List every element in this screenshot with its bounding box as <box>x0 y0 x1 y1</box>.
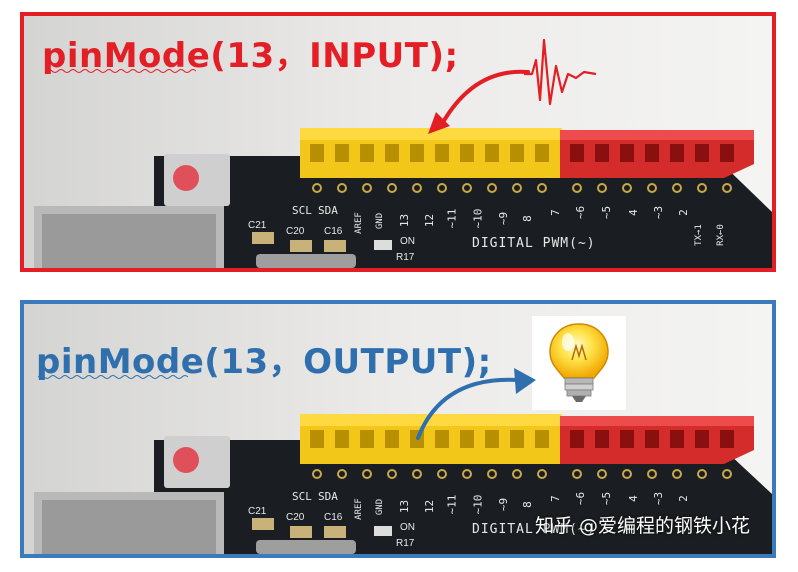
silk-rx: RX←0 <box>715 224 726 246</box>
silk-gnd: GND <box>375 498 386 516</box>
arduino-board-photo-bottom <box>24 304 772 554</box>
arrow-icon <box>416 368 536 440</box>
silk-7: 7 <box>548 495 562 502</box>
light-bulb-image <box>532 316 626 410</box>
reset-button <box>173 447 199 473</box>
spellcheck-underline <box>38 375 188 379</box>
silk-3: ~3 <box>652 491 666 506</box>
silk-13: 13 <box>398 499 412 514</box>
silk-scl: SCL <box>292 204 312 217</box>
silk-5: ~5 <box>600 205 614 220</box>
silk-10: ~10 <box>471 494 485 515</box>
arrow-icon <box>428 69 530 134</box>
silkscreen-left: SCL SDA AREF GND 13 12 ~11 ~10 ~9 8 <box>292 490 534 530</box>
silk-3: ~3 <box>652 205 666 220</box>
yellow-header <box>300 414 562 464</box>
silk-scl: SCL <box>292 490 312 503</box>
red-header <box>560 130 754 178</box>
silk-sda: SDA <box>318 490 338 503</box>
silk-11: ~11 <box>445 494 459 515</box>
silk-sda: SDA <box>318 204 338 217</box>
silk-7: 7 <box>548 209 562 216</box>
watermark-text: 知乎 @爱编程的钢铁小花 <box>534 515 750 537</box>
silk-8: 8 <box>520 501 534 508</box>
silk-4: 4 <box>626 209 640 216</box>
silk-aref: AREF <box>353 498 364 520</box>
silk-5: ~5 <box>600 491 614 506</box>
silk-2: 2 <box>676 209 690 216</box>
silk-gnd: GND <box>375 212 386 230</box>
component-r17: R17 <box>396 252 415 263</box>
component-on: ON <box>400 522 415 533</box>
silk-aref: AREF <box>353 212 364 234</box>
silk-6: ~6 <box>574 205 588 220</box>
silk-12: 12 <box>423 499 437 514</box>
component-c20: C20 <box>286 512 305 523</box>
input-code-label: pinMode(13，INPUT); <box>42 36 459 76</box>
silkscreen-left: SCL SDA AREF GND 13 12 ~11 ~10 ~9 8 <box>292 204 534 244</box>
reset-button <box>173 165 199 191</box>
silk-6: ~6 <box>574 491 588 506</box>
component-c20: C20 <box>286 226 305 237</box>
digital-pwm-label: DIGITAL PWM(~) <box>472 522 596 537</box>
component-c16: C16 <box>324 226 343 237</box>
component-c16: C16 <box>324 512 343 523</box>
input-mode-panel: SCL SDA AREF GND 13 12 ~11 ~10 ~9 8 7 ~6… <box>20 12 776 272</box>
component-on: ON <box>400 236 415 247</box>
circuit-board <box>154 440 772 554</box>
silk-12: 12 <box>423 213 437 228</box>
output-mode-panel: SCL SDA AREF GND 13 12 ~11 ~10 ~9 8 7 ~6… <box>20 300 776 558</box>
red-header <box>560 416 754 464</box>
silk-11: ~11 <box>445 208 459 229</box>
component-c21: C21 <box>248 220 267 231</box>
signal-wave-icon <box>524 38 597 106</box>
silk-tx: TX→1 <box>693 224 704 246</box>
silk-4: 4 <box>626 495 640 502</box>
digital-pwm-label: DIGITAL PWM(~) <box>472 236 596 251</box>
component-c21: C21 <box>248 506 267 517</box>
spellcheck-underline <box>46 69 196 73</box>
silk-2: 2 <box>676 495 690 502</box>
silk-9: ~9 <box>497 211 511 226</box>
silk-9: ~9 <box>497 497 511 512</box>
silk-8: 8 <box>520 215 534 222</box>
silk-13: 13 <box>398 213 412 228</box>
yellow-header <box>300 128 562 178</box>
silk-10: ~10 <box>471 208 485 229</box>
light-bulb-icon <box>549 323 609 402</box>
silkscreen-right: 7 ~6 ~5 4 ~3 2 TX→1 RX←0 <box>548 196 770 246</box>
component-r17: R17 <box>396 538 415 549</box>
arduino-board-photo-top <box>24 16 772 268</box>
